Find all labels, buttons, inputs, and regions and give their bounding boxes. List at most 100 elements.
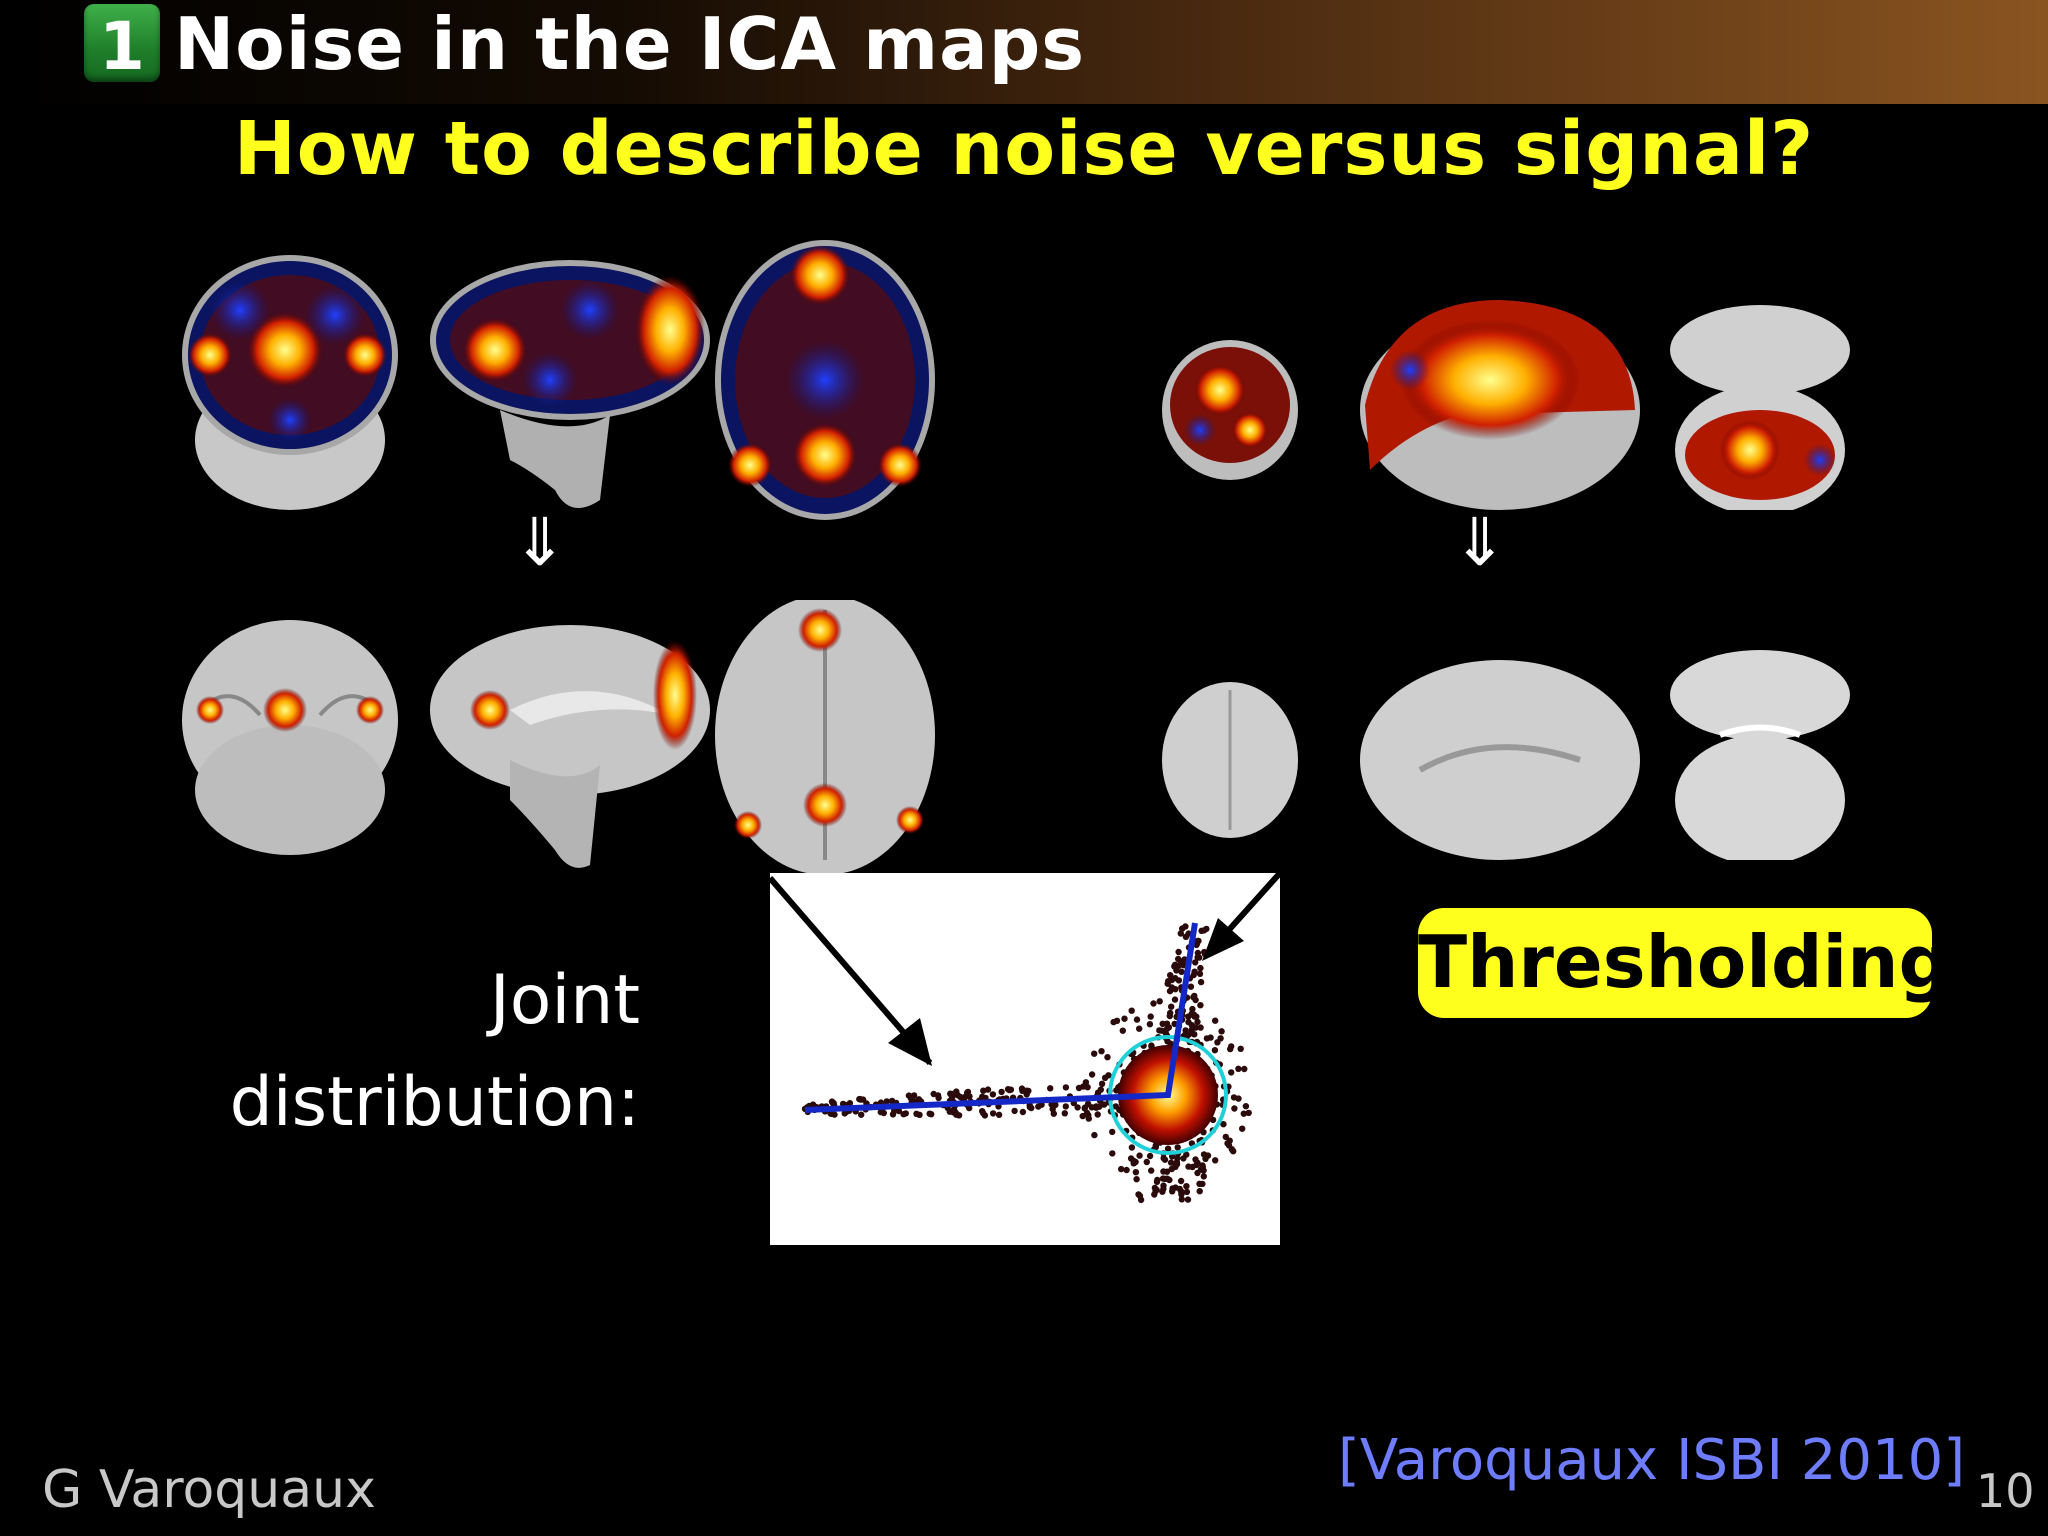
- signal-ica-map-thresholded: [182, 600, 935, 875]
- scatter-point: [1123, 1166, 1130, 1174]
- scatter-point: [1239, 1125, 1246, 1132]
- scatter-point: [1167, 1009, 1174, 1017]
- scatter-point: [1165, 978, 1172, 985]
- sagittal-slice: [1360, 660, 1640, 860]
- scatter-point: [1171, 996, 1179, 1003]
- scatter-point: [1118, 1165, 1125, 1173]
- down-double-arrow-icon: ⇓: [1452, 504, 1508, 581]
- scatter-point: [1189, 1005, 1196, 1013]
- scatter-point: [1174, 1144, 1181, 1151]
- scatter-point: [1168, 984, 1176, 991]
- scatter-point: [1088, 1071, 1096, 1078]
- scatter-point: [953, 1088, 960, 1095]
- scatter-point: [1004, 1086, 1012, 1093]
- scatter-point: [1245, 1109, 1252, 1117]
- scatter-point: [1180, 1155, 1187, 1162]
- axial-slice: [715, 600, 935, 875]
- scatter-point: [1203, 1035, 1211, 1042]
- scatter-point: [1150, 1000, 1157, 1007]
- scatter-point: [1104, 1054, 1111, 1061]
- scatter-point: [1196, 970, 1204, 977]
- scatter-point: [1133, 1016, 1141, 1023]
- slide-title: Noise in the ICA maps: [174, 2, 1086, 86]
- scatter-point: [1200, 1173, 1207, 1180]
- scatter-point: [963, 1089, 971, 1097]
- scatter-point: [1160, 1185, 1167, 1193]
- scatter-point: [1197, 978, 1205, 986]
- scatter-point: [1185, 1013, 1192, 1020]
- scatter-point: [1218, 1028, 1225, 1035]
- signal-ica-map-unthresholded: [182, 240, 935, 520]
- scatter-point: [1190, 994, 1197, 1001]
- scatter-point: [1119, 1027, 1126, 1034]
- scatter-point: [1230, 1148, 1237, 1155]
- joint-distribution-label: Joint distribution:: [140, 950, 640, 1154]
- sagittal-slice: [430, 260, 710, 508]
- ica-axes-line: [804, 922, 1198, 1113]
- scatter-point: [1164, 1145, 1172, 1152]
- noise-ica-map-thresholded: [1162, 650, 1850, 860]
- scatter-point: [1231, 1105, 1238, 1112]
- scatter-point: [966, 1104, 973, 1112]
- scatter-point: [1047, 1085, 1054, 1092]
- coronal-slice: [182, 620, 398, 855]
- scatter-point: [1121, 1015, 1128, 1022]
- scatter-point: [1179, 925, 1186, 932]
- coronal-slice: [182, 255, 398, 510]
- scatter-point: [926, 1110, 933, 1117]
- scatter-point: [916, 1111, 923, 1118]
- scatter-point: [979, 1093, 986, 1100]
- scatter-point: [1085, 1115, 1092, 1122]
- scatter-point: [1175, 955, 1182, 963]
- scatter-point: [1173, 967, 1180, 974]
- scatter-point: [857, 1095, 864, 1103]
- joint-label-line2: distribution:: [229, 1063, 640, 1142]
- scatter-point: [1212, 1157, 1219, 1164]
- scatter-point: [1132, 1158, 1139, 1166]
- scatter-point: [980, 1087, 987, 1094]
- scatter-point: [1133, 1176, 1140, 1183]
- scatter-point: [1177, 1188, 1185, 1195]
- scatter-point: [889, 1111, 897, 1118]
- scatter-point: [1212, 1017, 1219, 1024]
- scatter-point: [1143, 1158, 1150, 1166]
- scatter-point: [1178, 968, 1185, 975]
- scatter-point: [961, 1095, 968, 1102]
- axial-slice: [1670, 650, 1850, 860]
- scatter-point: [1191, 968, 1198, 975]
- coronal-slice: [1162, 682, 1298, 838]
- scatter-point: [1098, 1080, 1106, 1087]
- scatter-point: [1096, 1103, 1103, 1110]
- axial-slice: [715, 240, 935, 520]
- scatter-point: [1235, 1065, 1242, 1072]
- scatter-point: [1227, 1045, 1234, 1053]
- scatter-point: [1113, 1017, 1121, 1024]
- scatter-point: [1199, 1180, 1206, 1188]
- scatter-point: [1091, 1050, 1098, 1057]
- citation-link[interactable]: [Varoquaux ISBI 2010]: [1338, 1428, 1966, 1493]
- scatter-point: [1197, 1002, 1204, 1009]
- scatter-point: [1151, 1191, 1158, 1198]
- scatter-point: [1137, 1196, 1145, 1204]
- scatter-point: [1211, 1047, 1219, 1054]
- scatter-point: [1203, 925, 1210, 933]
- scatter-point: [1094, 1111, 1101, 1118]
- scatter-point: [1191, 1013, 1198, 1020]
- scatter-point: [883, 1098, 890, 1105]
- sagittal-slice: [430, 625, 710, 868]
- arrowhead-right: [1202, 918, 1244, 961]
- scatter-point: [1188, 1140, 1196, 1147]
- scatter-point: [995, 1111, 1003, 1118]
- scatter-point: [998, 1088, 1005, 1096]
- scatter-point: [1194, 1018, 1201, 1026]
- scatter-point: [1175, 948, 1182, 956]
- scatter-point: [1187, 983, 1195, 990]
- scatter-point: [1161, 1175, 1169, 1182]
- scatter-point: [1081, 1105, 1088, 1112]
- scatter-point: [989, 1110, 997, 1117]
- scatter-point: [1019, 1108, 1027, 1116]
- scatter-point: [1220, 1121, 1227, 1128]
- scatter-point: [1188, 1022, 1196, 1029]
- scatter-point: [1075, 1084, 1083, 1092]
- scatter-point: [1189, 1163, 1196, 1171]
